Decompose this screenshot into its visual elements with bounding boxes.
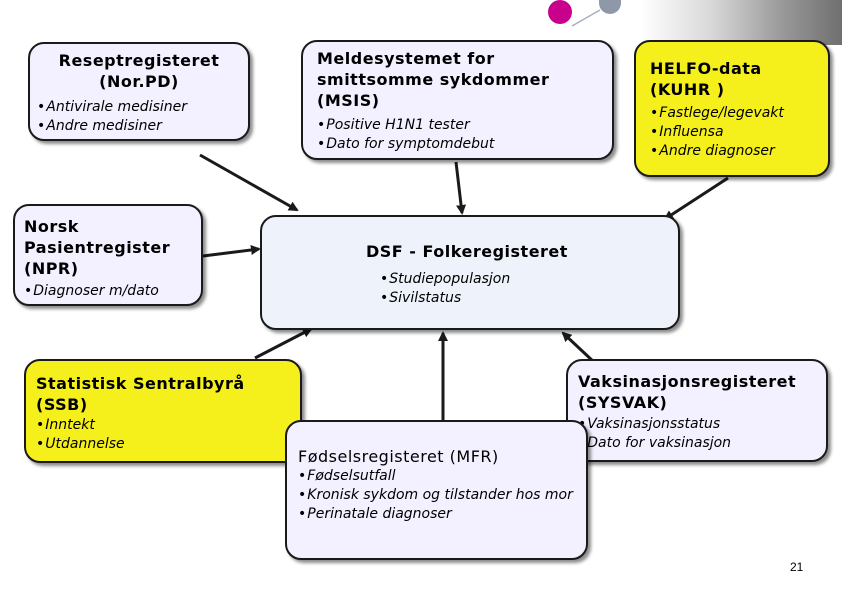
box-norpd-items: Antivirale medisiner Andre medisiner	[37, 98, 241, 136]
list-item: Fødselsutfall	[298, 467, 578, 486]
page-number: 21	[790, 560, 804, 574]
box-ssb: Statistisk Sentralbyrå (SSB) Inntekt Utd…	[24, 359, 302, 463]
list-item: Antivirale medisiner	[37, 98, 241, 117]
box-npr-title: Norsk Pasientregister (NPR)	[24, 217, 171, 278]
box-mfr-title: Fødselsregisteret (MFR)	[298, 447, 499, 466]
list-item: Sivilstatus	[380, 289, 678, 308]
arrow-norpd-to-dsf	[199, 153, 299, 212]
list-item: Perinatale diagnoser	[298, 505, 578, 524]
box-norpd-title: Reseptregisteret (Nor.PD)	[58, 51, 220, 91]
list-item: Studiepopulasjon	[380, 270, 678, 289]
box-npr-items: Diagnoser m/dato	[24, 282, 192, 301]
box-dsf-title: DSF - Folkeregisteret	[366, 242, 568, 261]
box-npr: Norsk Pasientregister (NPR) Diagnoser m/…	[13, 204, 203, 306]
box-ssb-items: Inntekt Utdannelse	[36, 416, 290, 454]
box-dsf: DSF - Folkeregisteret Studiepopulasjon S…	[260, 215, 680, 330]
box-mfr: Fødselsregisteret (MFR) Fødselsutfall Kr…	[285, 420, 588, 560]
list-item: Utdannelse	[36, 435, 290, 454]
box-helfo-items: Fastlege/legevakt Influensa Andre diagno…	[650, 104, 814, 161]
list-item: Positive H1N1 tester	[317, 116, 598, 135]
arrow-helfo-to-dsf	[663, 176, 729, 221]
box-norpd: Reseptregisteret (Nor.PD) Antivirale med…	[28, 42, 250, 141]
list-item: Fastlege/legevakt	[650, 104, 814, 123]
arrow-ssb-to-dsf	[254, 327, 313, 360]
box-helfo-title: HELFO-data (KUHR )	[650, 59, 762, 99]
box-msis-title: Meldesystemet for smittsomme sykdommer (…	[317, 49, 550, 110]
box-msis-items: Positive H1N1 tester Dato for symptomdeb…	[317, 116, 598, 154]
box-msis: Meldesystemet for smittsomme sykdommer (…	[301, 40, 614, 160]
list-item: Vaksinasjonsstatus	[578, 415, 816, 434]
box-sysvak: Vaksinasjonsregisteret (SYSVAK) Vaksinas…	[566, 359, 828, 462]
gray-dot-decoration	[599, 0, 621, 14]
box-dsf-items: Studiepopulasjon Sivilstatus	[380, 270, 678, 308]
header-photo-decoration	[640, 0, 842, 45]
box-ssb-title: Statistisk Sentralbyrå (SSB)	[36, 374, 245, 414]
arrow-msis-to-dsf	[454, 161, 467, 215]
list-item: Dato for symptomdebut	[317, 135, 598, 154]
list-item: Dato for vaksinasjon	[578, 434, 816, 453]
list-item: Inntekt	[36, 416, 290, 435]
list-item: Kronisk sykdom og tilstander hos mor	[298, 486, 578, 505]
connector-line-decoration	[571, 9, 601, 27]
list-item: Andre diagnoser	[650, 142, 814, 161]
box-sysvak-items: Vaksinasjonsstatus Dato for vaksinasjon	[578, 415, 816, 453]
arrow-npr-to-dsf	[202, 245, 261, 258]
box-helfo: HELFO-data (KUHR ) Fastlege/legevakt Inf…	[634, 40, 830, 177]
box-mfr-items: Fødselsutfall Kronisk sykdom og tilstand…	[298, 467, 578, 524]
list-item: Influensa	[650, 123, 814, 142]
magenta-dot-decoration	[548, 0, 572, 24]
list-item: Andre medisiner	[37, 117, 241, 136]
list-item: Diagnoser m/dato	[24, 282, 192, 301]
box-sysvak-title: Vaksinasjonsregisteret (SYSVAK)	[578, 372, 797, 412]
